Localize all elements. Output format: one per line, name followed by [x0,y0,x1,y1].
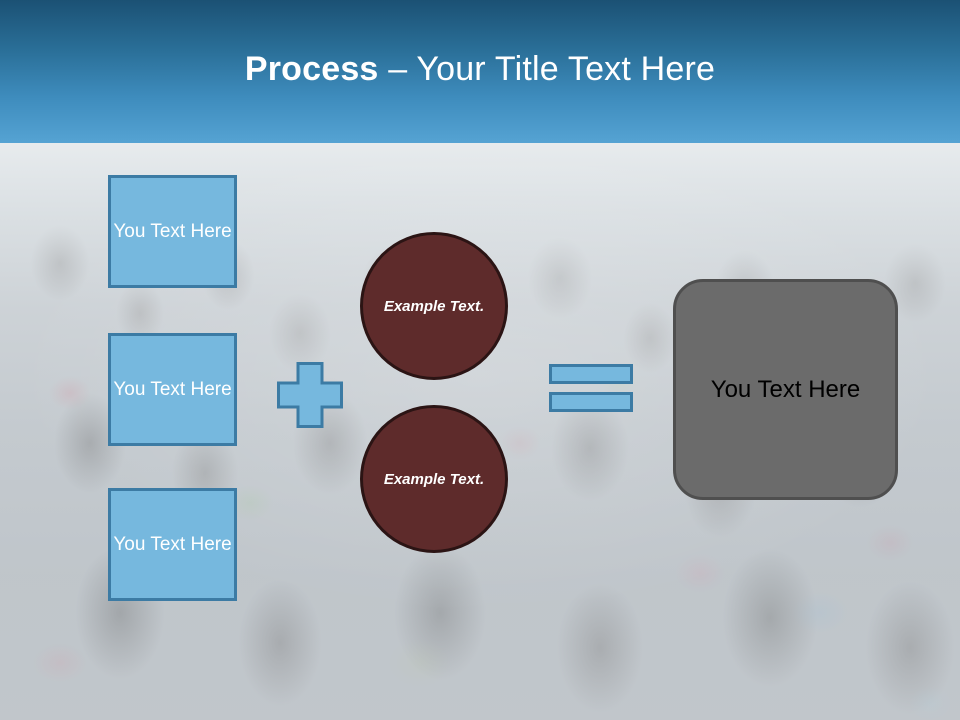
equals-sign-icon [549,362,633,412]
page-title-rest: – Your Title Text Here [378,50,716,88]
input-box-3[interactable]: You Text Here [108,488,237,601]
result-box[interactable]: You Text Here [673,279,898,500]
input-box-3-label: You Text Here [113,533,232,555]
page-title: Process – Your Title Text Here [0,48,960,90]
example-circle-1-label: Example Text. [383,297,485,315]
page-title-strong: Process [244,50,379,88]
title-bar: Process – Your Title Text Here [0,0,960,143]
equals-bar-bottom [549,392,633,412]
example-circle-2[interactable]: Example Text. [360,405,508,553]
input-box-2[interactable]: You Text Here [108,333,237,446]
example-circle-1[interactable]: Example Text. [360,232,508,380]
plus-sign-icon [277,362,343,428]
result-box-label: You Text Here [710,375,861,403]
example-circle-2-label: Example Text. [383,470,485,488]
input-box-1-label: You Text Here [113,220,232,242]
input-box-2-label: You Text Here [113,378,232,400]
equals-bar-top [549,364,633,384]
input-box-1[interactable]: You Text Here [108,175,237,288]
